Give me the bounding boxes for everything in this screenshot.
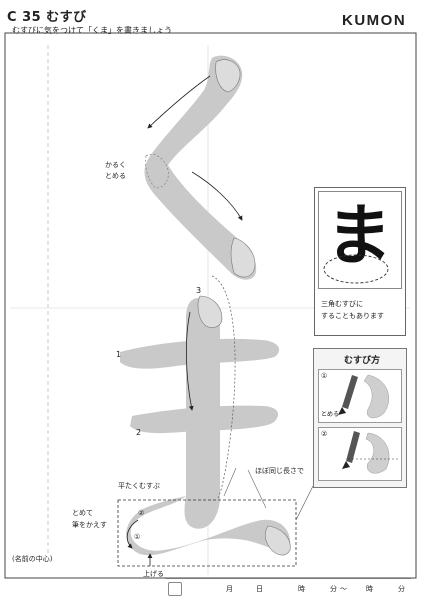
- date-icon: [168, 582, 182, 596]
- kumon-logo: KUMON: [342, 12, 407, 29]
- model-character-ma: [120, 295, 291, 556]
- zoom-connector-line: [295, 485, 314, 521]
- note-tomete: とめて: [72, 509, 93, 517]
- month-label: 月: [226, 585, 233, 593]
- model-character-ku: [144, 55, 257, 280]
- note-karuku: かるく: [105, 161, 126, 169]
- note-fude-kaesu: 筆をかえす: [72, 521, 107, 529]
- minute-label-start: 分: [330, 585, 337, 593]
- stroke-arrow-ma-3: [185, 311, 194, 411]
- footer-divider: [165, 578, 411, 579]
- day-label: 日: [256, 585, 263, 593]
- stroke-number-1: 1: [116, 350, 122, 359]
- tip-caption-line1: 三角むすびに: [321, 300, 363, 308]
- musubi-panel-2-number: ②: [321, 430, 328, 438]
- time-range-tilde: 〜: [340, 585, 347, 593]
- hour-label-start: 時: [298, 585, 305, 593]
- musubi-highlight-box: [117, 499, 297, 567]
- connection-dotted-line: [211, 275, 236, 499]
- pointer-length-line-2: [247, 469, 267, 509]
- stroke-arrow-ku-2: [191, 171, 243, 221]
- note-hiratakumusubu: 平たくむすぶ: [118, 482, 160, 490]
- musubi-step-1-marker: ①: [134, 533, 141, 541]
- tip-character-frame: [318, 191, 402, 289]
- tip-highlight: [323, 254, 389, 284]
- musubi-brush-illustrations: [338, 374, 398, 474]
- pointer-length-line-1: [223, 467, 237, 497]
- musubi-step-2-marker: ②: [138, 509, 145, 517]
- note-name-center: (名前の中心): [12, 555, 53, 563]
- hour-label-end: 時: [366, 585, 373, 593]
- instruction-text: むすびに気をつけて「くま」を書きましょう: [12, 26, 172, 35]
- tip-example-character: ま: [326, 197, 392, 274]
- minute-label-end: 分: [398, 585, 405, 593]
- stroke-number-3: 3: [196, 286, 202, 295]
- note-hobo-onaji: ほぼ同じ長さで: [255, 467, 304, 475]
- musubi-method-title: むすび方: [344, 356, 381, 366]
- tip-caption-line2: することもあります: [321, 312, 384, 320]
- musubi-panel-1-number: ①: [321, 372, 328, 380]
- date-time-footer: 月 日 時 分 〜 時 分: [0, 578, 424, 600]
- stroke-arrow-ku-1: [147, 75, 211, 129]
- worksheet-title: C 35 むすび: [7, 10, 87, 25]
- note-ageru: 上げる: [143, 570, 164, 578]
- musubi-panel-1-label: とめる: [321, 411, 340, 418]
- note-tomeru: とめる: [105, 172, 126, 180]
- stroke-arrow-loop: [126, 519, 139, 549]
- stroke-number-2: 2: [136, 428, 142, 437]
